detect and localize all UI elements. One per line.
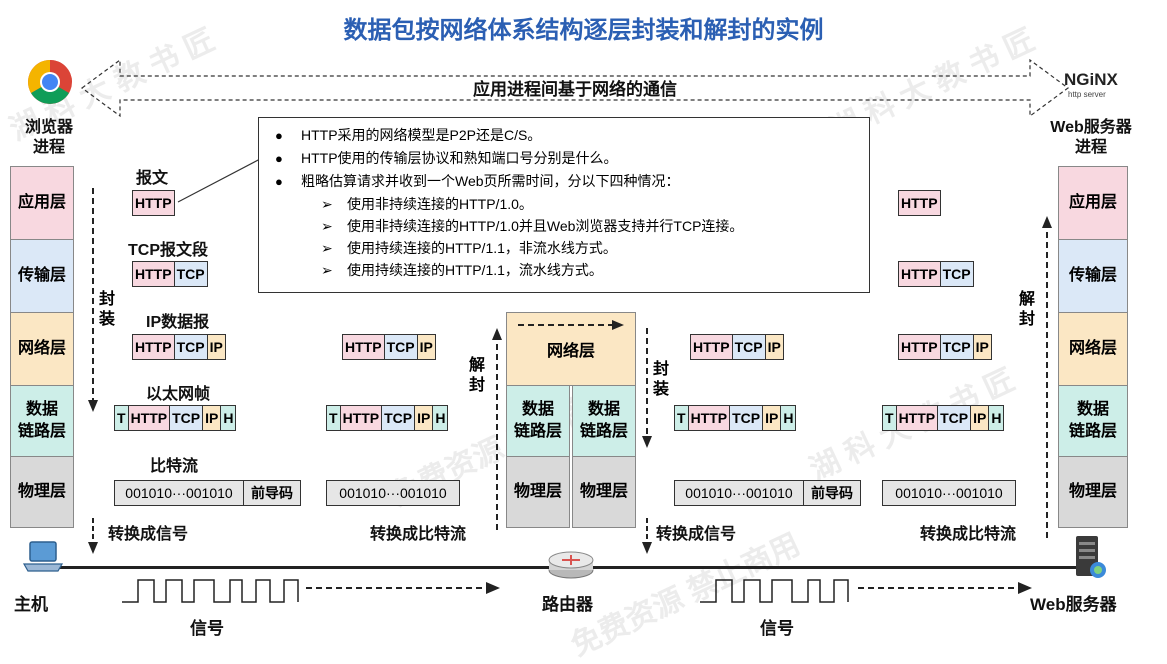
router-layer-link-out: 数据链路层 [572,385,636,457]
server-icon [1068,534,1108,580]
packet-frame-mid-left: T HTTP TCP IP H [326,405,449,431]
layer-physical: 物理层 [10,456,74,528]
callout-bullet: 粗略估算请求并收到一个Web页所需时间，分以下四种情况： [269,170,859,193]
layer-link: 数据链路层 [10,385,74,457]
decap-arrow-router [492,328,502,530]
laptop-icon [22,540,64,574]
callout-bullet: HTTP使用的传输层协议和熟知端口号分别是什么。 [269,147,859,170]
layer-transport: 传输层 [10,239,74,313]
question-callout: HTTP采用的网络模型是P2P还是C/S。 HTTP使用的传输层协议和熟知端口号… [258,117,870,293]
encap-arrow-router [642,328,652,448]
encap-label-left: 封装 [98,291,115,328]
ip-datagram-label: IP数据报 [146,314,210,331]
to-bits-label-router: 转换成比特流 [370,526,467,543]
packet-ip-mid-left: HTTP TCP IP [342,334,436,360]
packet-ip-mid-right: HTTP TCP IP [690,334,784,360]
down-arrow-router [642,518,652,554]
packet-tcp-right: HTTP TCP [898,261,974,287]
router-arrow [518,320,624,330]
packet-http-right: HTTP [898,190,941,216]
message-label: 报文 [136,170,169,187]
packet-ip-left: HTTP TCP IP [132,334,226,360]
callout-pointer [177,157,263,203]
encap-arrow-left [88,188,98,412]
packet-ip-right: HTTP TCP IP [898,334,992,360]
signal-label-left: 信号 [190,619,224,638]
down-arrow-host [88,518,98,554]
bitstream-label: 比特流 [150,458,199,475]
callout-sub-item: 使用持续连接的HTTP/1.1，流水线方式。 [269,259,859,281]
signal-waveform-left [122,579,500,603]
router-label: 路由器 [542,595,593,614]
packet-bits-right: 001010···001010 [882,480,1016,506]
to-signal-label-router: 转换成信号 [656,526,737,543]
layer-physical: 物理层 [1058,456,1128,528]
layer-link: 数据链路层 [1058,385,1128,457]
packet-bits-mid-right: 001010···001010 前导码 [674,480,861,506]
layer-app: 应用层 [10,166,74,240]
packet-frame-right: T HTTP TCP IP H [882,405,1005,431]
page-title: 数据包按网络体系结构逐层封装和解封的实例 [343,17,824,44]
router-icon [546,548,596,580]
packet-bits-left: 001010···001010 前导码 [114,480,301,506]
to-signal-label-left: 转换成信号 [108,526,189,543]
router-layer-physical-in: 物理层 [506,456,570,528]
callout-bullet: HTTP采用的网络模型是P2P还是C/S。 [269,124,859,147]
browser-process-label: 浏览器进程 [24,119,73,156]
callout-sub-item: 使用非持续连接的HTTP/1.0并且Web浏览器支持并行TCP连接。 [269,215,859,237]
decap-label-right: 解封 [1018,291,1035,328]
top-banner-arrow [80,58,1070,118]
packet-tcp-left: HTTP TCP [132,261,208,287]
encap-label-router: 封装 [652,361,669,398]
packet-http-left: HTTP [132,190,175,216]
chrome-browser-icon [26,58,74,106]
tcp-segment-label: TCP报文段 [128,242,209,259]
host-label: 主机 [14,595,48,614]
server-process-label: Web服务器进程 [1050,119,1132,156]
top-banner-label: 应用进程间基于网络的通信 [473,80,677,99]
callout-sub-item: 使用持续连接的HTTP/1.1，非流水线方式。 [269,237,859,259]
router-layer-physical-out: 物理层 [572,456,636,528]
packet-frame-left: T HTTP TCP IP H [114,405,237,431]
callout-sub-item: 使用非持续连接的HTTP/1.0。 [269,193,859,215]
signal-waveform-right [700,579,1032,603]
nginx-logo: NGiNX http server [1064,70,1118,99]
web-server-label: Web服务器 [1030,595,1117,614]
layer-transport: 传输层 [1058,239,1128,313]
packet-bits-mid-left: 001010···001010 [326,480,460,506]
signal-label-right: 信号 [760,619,794,638]
layer-network: 网络层 [1058,312,1128,386]
layer-network: 网络层 [10,312,74,386]
to-bits-label-right: 转换成比特流 [920,526,1017,543]
packet-frame-mid-right: T HTTP TCP IP H [674,405,797,431]
ether-frame-label: 以太网帧 [146,386,211,403]
decap-arrow-right [1042,216,1052,538]
decap-label-router: 解封 [468,357,485,394]
layer-app: 应用层 [1058,166,1128,240]
router-layer-link-in: 数据链路层 [506,385,570,457]
